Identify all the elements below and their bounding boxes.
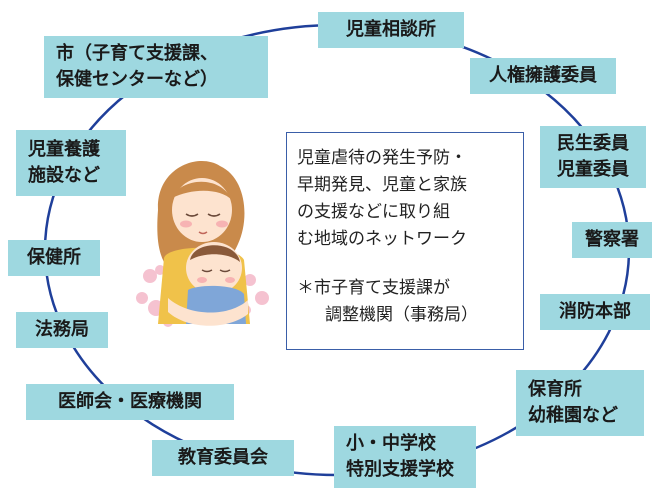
node-minsei-iin: 民生委員 児童委員 — [540, 126, 646, 188]
node-jidou-yougo-shisetsu: 児童養護 施設など — [16, 130, 126, 196]
description-line: の支援などに取り組 — [297, 202, 450, 222]
node-hoikusho: 保育所 幼稚園など — [516, 370, 644, 436]
description-line: 早期発見、児童と家族 — [297, 175, 467, 195]
node-label: 小・中学校 — [346, 433, 436, 454]
node-label: 人権擁護委員 — [489, 65, 597, 86]
coordinator-note: ＊市子育て支援課が — [297, 278, 450, 298]
node-jidou-soudanjo: 児童相談所 — [318, 12, 464, 48]
node-label: 保健所 — [27, 247, 81, 268]
description-line: 児童虐待の発生予防・ — [297, 148, 467, 168]
node-jinken-yougo-iin: 人権擁護委員 — [470, 58, 616, 94]
node-houmukyoku: 法務局 — [16, 312, 108, 348]
node-shougakkou: 小・中学校 特別支援学校 — [334, 426, 476, 488]
node-label: 法務局 — [35, 319, 89, 340]
node-label: 教育委員会 — [178, 447, 268, 468]
node-label: 幼稚園など — [528, 405, 618, 426]
node-label: 消防本部 — [559, 301, 631, 322]
network-description-box: 児童虐待の発生予防・ 早期発見、児童と家族 の支援などに取り組 む地域のネットワ… — [286, 132, 524, 350]
node-label: 施設など — [28, 165, 100, 186]
mother-and-baby-icon — [136, 161, 269, 327]
node-label: 保育所 — [528, 379, 582, 400]
node-hokenjo: 保健所 — [8, 240, 100, 276]
node-label: 児童養護 — [28, 139, 100, 160]
node-ishikai: 医師会・医療機関 — [26, 384, 234, 420]
node-label: 保健センターなど） — [56, 69, 218, 90]
node-shoubou-honbu: 消防本部 — [540, 294, 650, 330]
node-shi: 市（子育て支援課、 保健センターなど） — [44, 36, 268, 98]
coordinator-note: 調整機関（事務局） — [325, 305, 478, 325]
node-label: 児童委員 — [557, 159, 629, 180]
node-label: 民生委員 — [557, 133, 629, 154]
node-label: 警察署 — [585, 229, 639, 250]
node-keisatsusho: 警察署 — [572, 222, 652, 258]
node-label: 市（子育て支援課、 — [56, 43, 218, 64]
description-line: む地域のネットワーク — [297, 229, 467, 249]
node-label: 児童相談所 — [346, 19, 436, 40]
node-label: 医師会・医療機関 — [58, 391, 202, 412]
node-label: 特別支援学校 — [346, 459, 454, 480]
node-kyouiku-iinkai: 教育委員会 — [152, 440, 294, 476]
